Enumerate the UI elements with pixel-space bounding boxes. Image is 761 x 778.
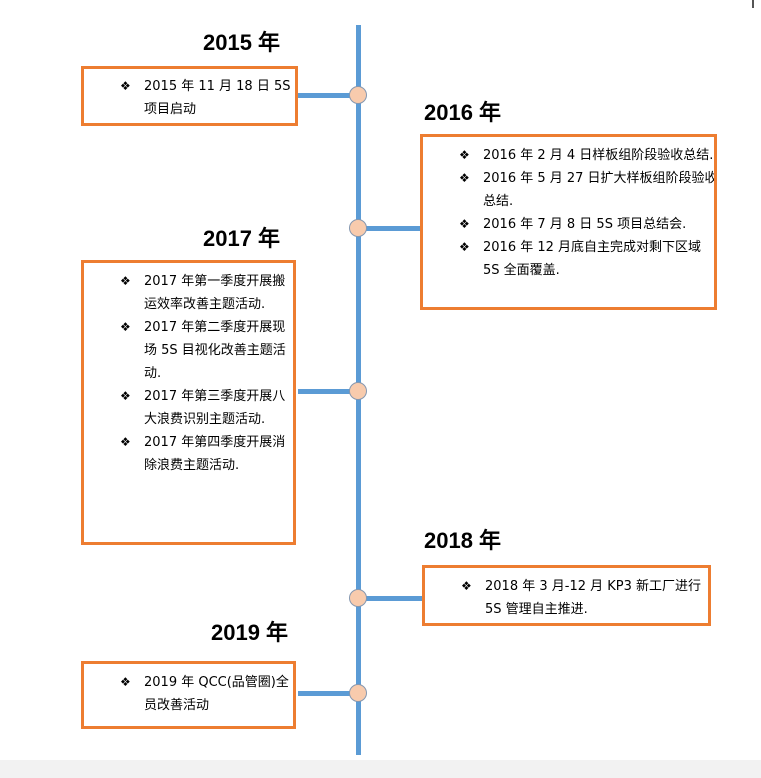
milestone-text: 2016 年 5 月 27 日扩大样板组阶段验收总结.	[483, 171, 717, 209]
milestone-item: ❖ 2018 年 3 月-12 月 KP3 新工厂进行 5S 管理自主推进.	[461, 575, 708, 621]
year-label-2017: 2017 年	[203, 226, 281, 251]
connector-2016	[358, 226, 422, 231]
bullet-icon: ❖	[120, 435, 131, 449]
milestone-item: ❖ 2016 年 12 月底自主完成对剩下区域 5S 全面覆盖.	[459, 236, 714, 282]
timeline-node-2016	[349, 219, 367, 237]
year-label-2016: 2016 年	[424, 100, 502, 125]
year-label-2018: 2018 年	[424, 528, 502, 553]
bullet-icon: ❖	[459, 148, 470, 162]
connector-2015	[298, 93, 358, 98]
milestone-box-2017: ❖ 2017 年第一季度开展搬运效率改善主题活动. ❖ 2017 年第二季度开展现场…	[81, 260, 296, 545]
milestone-item: ❖ 2016 年 5 月 27 日扩大样板组阶段验收总结.	[459, 167, 717, 213]
milestone-text: 2017 年第二季度开展现场 5S 目视化改善主题活动.	[144, 320, 286, 381]
timeline-node-2019	[349, 684, 367, 702]
connector-2017	[298, 389, 358, 394]
bullet-icon: ❖	[459, 171, 470, 185]
milestone-item: ❖ 2016 年 7 月 8 日 5S 项目总结会.	[459, 213, 714, 236]
connector-2018	[358, 596, 424, 601]
page-footer-strip	[0, 760, 761, 778]
milestone-text: 2016 年 7 月 8 日 5S 项目总结会.	[483, 217, 687, 232]
milestone-item: ❖ 2016 年 2 月 4 日样板组阶段验收总结.	[459, 144, 714, 167]
milestone-text: 2015 年 11 月 18 日 5S 项目启动	[144, 79, 291, 117]
connector-2019	[298, 691, 358, 696]
bullet-icon: ❖	[120, 389, 131, 403]
milestone-list: ❖ 2018 年 3 月-12 月 KP3 新工厂进行 5S 管理自主推进.	[461, 575, 701, 621]
milestone-list: ❖ 2019 年 QCC(品管圈)全员改善活动	[120, 671, 289, 717]
timeline-node-2018	[349, 589, 367, 607]
milestone-box-2015: ❖ 2015 年 11 月 18 日 5S 项目启动	[81, 66, 298, 126]
milestone-list: ❖ 2015 年 11 月 18 日 5S 项目启动	[120, 75, 291, 121]
bullet-icon: ❖	[461, 579, 472, 593]
milestone-text: 2017 年第四季度开展消除浪费主题活动.	[144, 435, 286, 473]
milestone-text: 2016 年 12 月底自主完成对剩下区域 5S 全面覆盖.	[483, 240, 702, 278]
milestone-item: ❖ 2015 年 11 月 18 日 5S 项目启动	[120, 75, 294, 121]
milestone-item: ❖ 2017 年第一季度开展搬运效率改善主题活动.	[120, 270, 293, 316]
milestone-item: ❖ 2019 年 QCC(品管圈)全员改善活动	[120, 671, 293, 717]
timeline-node-2015	[349, 86, 367, 104]
bullet-icon: ❖	[120, 675, 131, 689]
timeline-node-2017	[349, 382, 367, 400]
bullet-icon: ❖	[120, 274, 131, 288]
milestone-item: ❖ 2017 年第四季度开展消除浪费主题活动.	[120, 431, 293, 477]
milestone-text: 2017 年第三季度开展八大浪费识别主题活动.	[144, 389, 286, 427]
year-label-2015: 2015 年	[203, 30, 281, 55]
milestone-box-2016: ❖ 2016 年 2 月 4 日样板组阶段验收总结. ❖ 2016 年 5 月 27…	[420, 134, 717, 310]
milestone-item: ❖ 2017 年第二季度开展现场 5S 目视化改善主题活动.	[120, 316, 293, 385]
bullet-icon: ❖	[459, 240, 470, 254]
year-label-2019: 2019 年	[211, 620, 289, 645]
milestone-text: 2018 年 3 月-12 月 KP3 新工厂进行 5S 管理自主推进.	[485, 579, 702, 617]
milestone-item: ❖ 2017 年第三季度开展八大浪费识别主题活动.	[120, 385, 293, 431]
milestone-text: 2019 年 QCC(品管圈)全员改善活动	[144, 675, 289, 713]
page-corner-mark	[752, 0, 754, 8]
bullet-icon: ❖	[120, 320, 131, 334]
milestone-list: ❖ 2016 年 2 月 4 日样板组阶段验收总结. ❖ 2016 年 5 月 27…	[459, 144, 714, 282]
milestone-text: 2016 年 2 月 4 日样板组阶段验收总结.	[483, 148, 714, 163]
milestone-box-2018: ❖ 2018 年 3 月-12 月 KP3 新工厂进行 5S 管理自主推进.	[422, 565, 711, 626]
bullet-icon: ❖	[120, 79, 131, 93]
milestone-text: 2017 年第一季度开展搬运效率改善主题活动.	[144, 274, 286, 312]
milestone-list: ❖ 2017 年第一季度开展搬运效率改善主题活动. ❖ 2017 年第二季度开展现场…	[120, 270, 286, 477]
milestone-box-2019: ❖ 2019 年 QCC(品管圈)全员改善活动	[81, 661, 296, 729]
bullet-icon: ❖	[459, 217, 470, 231]
